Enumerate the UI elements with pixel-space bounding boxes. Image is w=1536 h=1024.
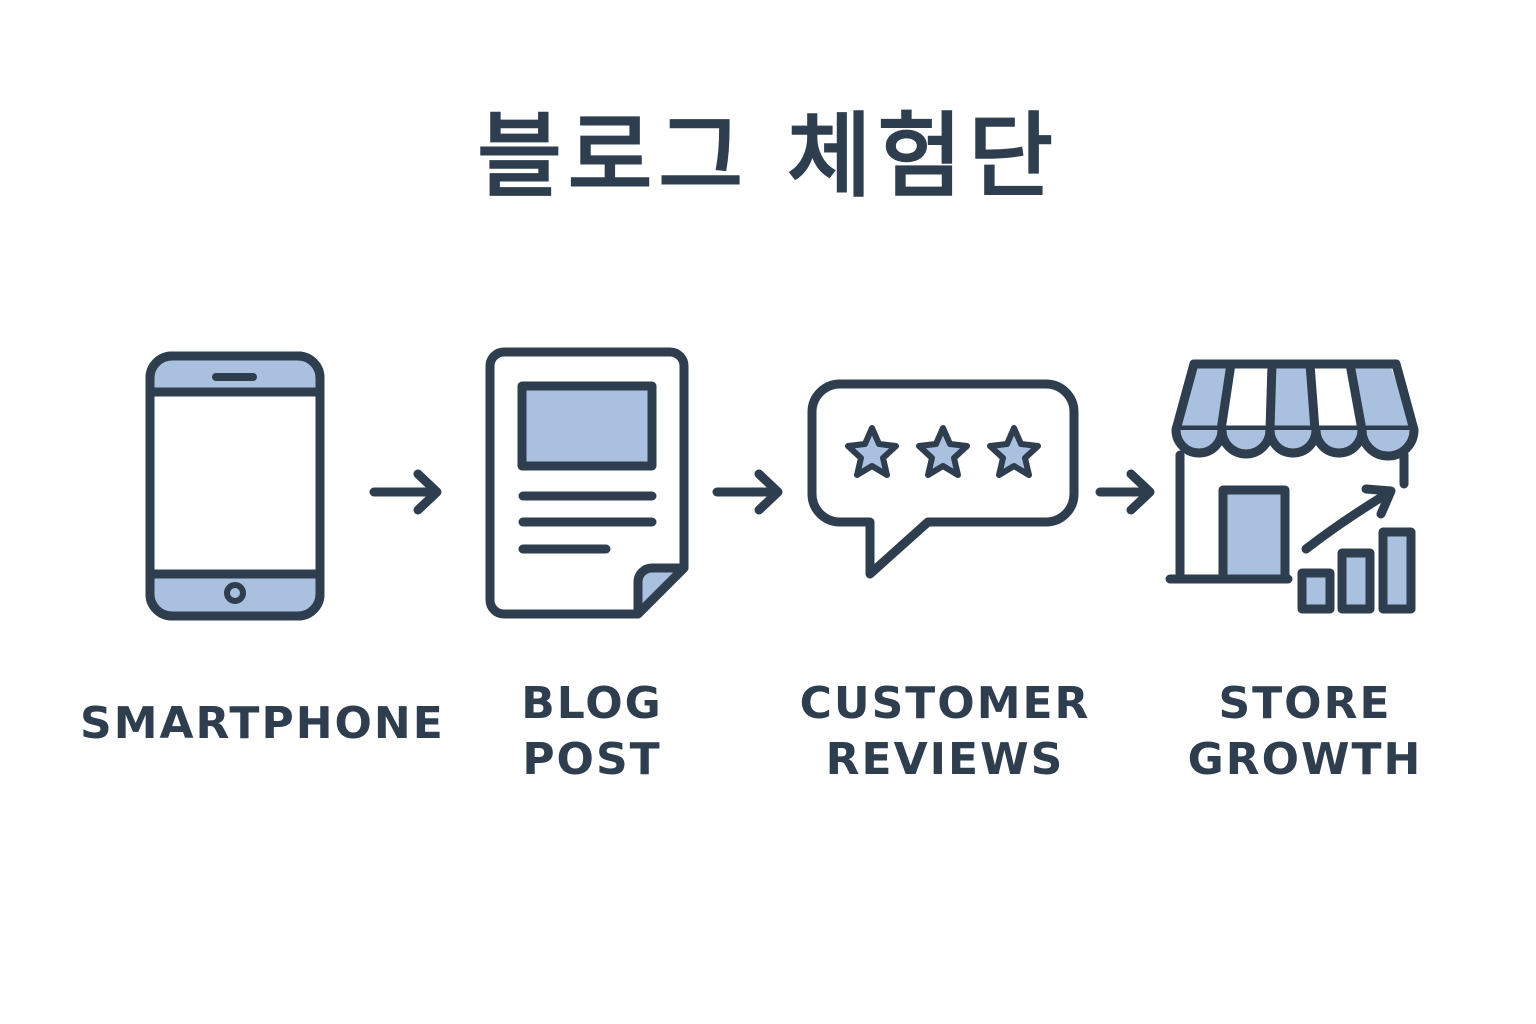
arrow-right-icon — [712, 469, 783, 515]
arrow-right-icon — [1095, 469, 1155, 515]
diagram-title: 블로그 체험단 — [477, 103, 1059, 210]
step-label-smartphone: SMARTPHONE — [80, 698, 445, 749]
step-label-store-growth: STORE GROWTH — [1187, 678, 1423, 785]
star-icon — [916, 425, 970, 478]
star-icon — [987, 425, 1041, 478]
arrow-right-icon — [369, 469, 442, 515]
star-icon — [845, 425, 899, 478]
step-label-blog-post: BLOG POST — [521, 678, 663, 785]
review-bubble-icon — [807, 379, 1079, 579]
step-label-customer-reviews: CUSTOMER REVIEWS — [799, 678, 1091, 785]
blog-post-icon — [485, 347, 689, 619]
smartphone-icon — [145, 351, 325, 621]
store-growth-icon — [1165, 359, 1419, 614]
